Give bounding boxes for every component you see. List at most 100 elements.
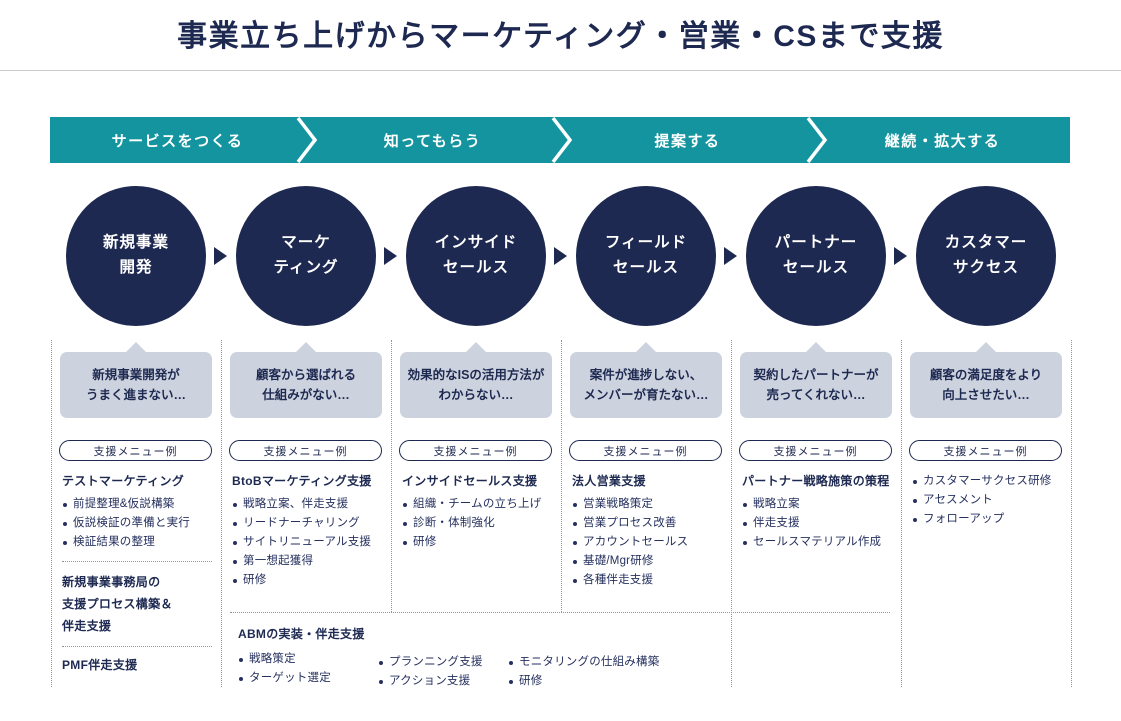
column-divider xyxy=(391,340,392,612)
phase-propose: 提案する xyxy=(654,132,721,150)
function-circles-row: 新規事業開発 マーケティング インサイドセールス フィールドセールス パートナー… xyxy=(66,186,1056,326)
page-title: 事業立ち上げからマーケティング・営業・CSまで支援 xyxy=(177,20,944,53)
column-divider xyxy=(221,340,222,687)
menu-heading: インサイドセールス支援 xyxy=(402,474,538,488)
menu-item: 組織・チームの立ち上げ xyxy=(402,495,560,514)
menu-item: プランニング支援 xyxy=(378,653,483,672)
menu-items: 前提整理&仮説構築 仮説検証の準備と実行 検証結果の整理 xyxy=(62,495,220,552)
column-customer-success: 顧客の満足度をより向上させたい… 支援メニュー例 カスタマーサクセス研修 アセス… xyxy=(901,340,1071,700)
menu-item: 検証結果の整理 xyxy=(62,533,220,552)
menu-item: 研修 xyxy=(508,672,659,691)
circle-partner-sales: パートナーセールス xyxy=(746,186,886,326)
menu-item: 各種伴走支援 xyxy=(572,571,730,590)
column-divider xyxy=(901,340,902,687)
circle-customer-success: カスタマーサクセス xyxy=(916,186,1056,326)
menu-item: モニタリングの仕組み構築 xyxy=(508,653,659,672)
menu-items: 戦略策定 ターゲット選定 xyxy=(238,650,331,688)
support-menu-badge: 支援メニュー例 xyxy=(59,440,212,461)
menu-item: 戦略立案、伴走支援 xyxy=(232,495,390,514)
phase-banner: サービスをつくる 知ってもらう 提案する 継続・拡大する xyxy=(50,117,1070,163)
menu-heading: 新規事業事務局の 支援プロセス構築＆ 伴走支援 xyxy=(62,575,173,633)
arrow-right-icon xyxy=(724,247,737,265)
menu-item: 営業戦略策定 xyxy=(572,495,730,514)
abm-section: ABMの実装・伴走支援 戦略策定 ターゲット選定 プランニング支援 アクション支… xyxy=(238,625,798,695)
arrow-right-icon xyxy=(894,247,907,265)
section-divider xyxy=(62,561,212,562)
menu-items: 戦略立案 伴走支援 セールスマテリアル作成 xyxy=(742,495,900,552)
menu-items: モニタリングの仕組み構築 研修 xyxy=(508,653,659,691)
menu-item: リードナーチャリング xyxy=(232,514,390,533)
support-menu-badge: 支援メニュー例 xyxy=(399,440,552,461)
column-divider xyxy=(51,340,52,687)
menu-items: 戦略立案、伴走支援 リードナーチャリング サイトリニューアル支援 第一想起獲得 … xyxy=(232,495,390,590)
phase-create-service: サービスをつくる xyxy=(111,132,244,150)
menu-heading: テストマーケティング xyxy=(62,474,185,488)
pain-point-bubble: 新規事業開発がうまく進まない… xyxy=(60,342,212,418)
pain-point-bubble: 契約したパートナーが売ってくれない… xyxy=(740,342,892,418)
title-divider xyxy=(0,70,1121,71)
column-divider xyxy=(561,340,562,612)
menu-item: 研修 xyxy=(402,533,560,552)
menu-item: カスタマーサクセス研修 xyxy=(912,472,1070,491)
phase-continue-expand: 継続・拡大する xyxy=(884,132,1001,150)
chevron-right-icon xyxy=(806,117,828,163)
circle-new-business: 新規事業開発 xyxy=(66,186,206,326)
circle-inside-sales: インサイドセールス xyxy=(406,186,546,326)
support-menu-badge: 支援メニュー例 xyxy=(739,440,892,461)
menu-item: 基礎/Mgr研修 xyxy=(572,552,730,571)
column-divider xyxy=(1071,340,1072,687)
column-new-business: 新規事業開発がうまく進まない… 支援メニュー例 テストマーケティング 前提整理&… xyxy=(51,340,221,700)
menu-item: 第一想起獲得 xyxy=(232,552,390,571)
menu-item: 戦略策定 xyxy=(238,650,331,669)
chevron-right-icon xyxy=(296,117,318,163)
chevron-right-icon xyxy=(551,117,573,163)
section-divider xyxy=(62,646,212,647)
column-marketing: 顧客から選ばれる仕組みがない… 支援メニュー例 BtoBマーケティング支援 戦略… xyxy=(221,340,391,700)
menu-items: カスタマーサクセス研修 アセスメント フォローアップ xyxy=(912,472,1070,529)
arrow-right-icon xyxy=(554,247,567,265)
menu-item: 研修 xyxy=(232,571,390,590)
menu-heading: PMF伴走支援 xyxy=(62,658,138,672)
menu-item: 戦略立案 xyxy=(742,495,900,514)
support-menu-badge: 支援メニュー例 xyxy=(909,440,1062,461)
circle-field-sales: フィールドセールス xyxy=(576,186,716,326)
support-menu-list: インサイドセールス支援 組織・チームの立ち上げ 診断・体制強化 研修 xyxy=(402,472,560,552)
menu-item: ターゲット選定 xyxy=(238,669,331,688)
column-field-sales: 案件が進捗しない、メンバーが育たない… 支援メニュー例 法人営業支援 営業戦略策… xyxy=(561,340,731,700)
pain-point-bubble: 顧客から選ばれる仕組みがない… xyxy=(230,342,382,418)
menu-item: 仮説検証の準備と実行 xyxy=(62,514,220,533)
phase-get-known: 知ってもらう xyxy=(383,132,482,150)
menu-heading: パートナー戦略施策の策程 xyxy=(742,474,890,488)
support-menu-badge: 支援メニュー例 xyxy=(229,440,382,461)
menu-heading: BtoBマーケティング支援 xyxy=(232,474,372,488)
abm-section-divider xyxy=(230,612,890,613)
pain-point-bubble: 効果的なISの活用方法がわからない… xyxy=(400,342,552,418)
menu-heading: ABMの実装・伴走支援 xyxy=(238,627,365,641)
menu-item: アカウントセールス xyxy=(572,533,730,552)
menu-items: 組織・チームの立ち上げ 診断・体制強化 研修 xyxy=(402,495,560,552)
support-menu-list: パートナー戦略施策の策程 戦略立案 伴走支援 セールスマテリアル作成 xyxy=(742,472,900,552)
menu-item: アクション支援 xyxy=(378,672,483,691)
circle-marketing: マーケティング xyxy=(236,186,376,326)
column-divider xyxy=(731,340,732,687)
menu-item: サイトリニューアル支援 xyxy=(232,533,390,552)
menu-item: 診断・体制強化 xyxy=(402,514,560,533)
pain-point-bubble: 顧客の満足度をより向上させたい… xyxy=(910,342,1062,418)
support-menu-list: 法人営業支援 営業戦略策定 営業プロセス改善 アカウントセールス 基礎/Mgr研… xyxy=(572,472,730,590)
menu-item: アセスメント xyxy=(912,491,1070,510)
menu-item: 営業プロセス改善 xyxy=(572,514,730,533)
column-partner-sales: 契約したパートナーが売ってくれない… 支援メニュー例 パートナー戦略施策の策程 … xyxy=(731,340,901,700)
menu-heading: 法人営業支援 xyxy=(572,474,646,488)
menu-items: 営業戦略策定 営業プロセス改善 アカウントセールス 基礎/Mgr研修 各種伴走支… xyxy=(572,495,730,590)
support-menu-list: BtoBマーケティング支援 戦略立案、伴走支援 リードナーチャリング サイトリニ… xyxy=(232,472,390,590)
support-menu-badge: 支援メニュー例 xyxy=(569,440,722,461)
arrow-right-icon xyxy=(384,247,397,265)
menu-items: プランニング支援 アクション支援 xyxy=(378,653,483,691)
column-inside-sales: 効果的なISの活用方法がわからない… 支援メニュー例 インサイドセールス支援 組… xyxy=(391,340,561,700)
menu-item: 前提整理&仮説構築 xyxy=(62,495,220,514)
support-menu-list: テストマーケティング 前提整理&仮説構築 仮説検証の準備と実行 検証結果の整理 … xyxy=(62,472,220,679)
menu-item: 伴走支援 xyxy=(742,514,900,533)
support-menu-list: カスタマーサクセス研修 アセスメント フォローアップ xyxy=(912,472,1070,529)
pain-point-bubble: 案件が進捗しない、メンバーが育たない… xyxy=(570,342,722,418)
